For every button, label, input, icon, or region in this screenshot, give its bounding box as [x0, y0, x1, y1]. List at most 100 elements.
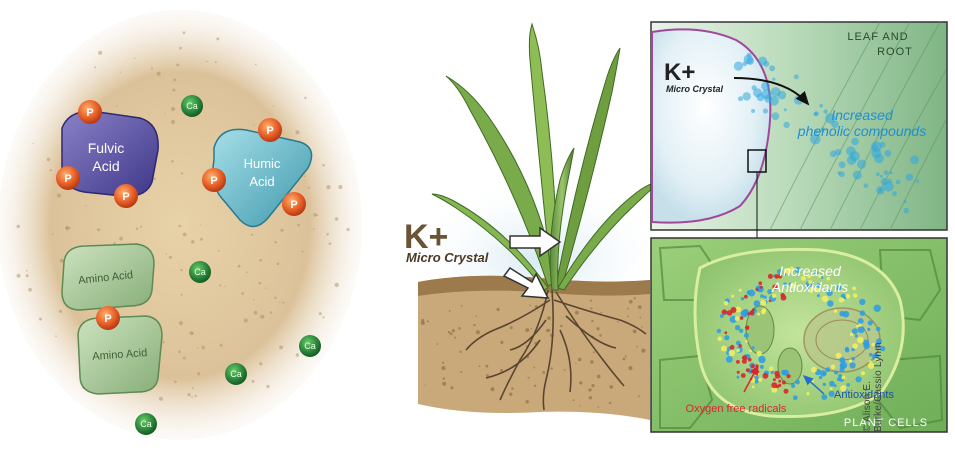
phenolic-dot [734, 62, 743, 71]
soil-speck [164, 113, 165, 114]
phosphorus-label: P [210, 175, 217, 187]
soil-speck [529, 305, 531, 307]
phenolic-dot [903, 208, 909, 214]
soil-speck [179, 225, 182, 228]
soil-speck [627, 316, 629, 318]
soil-speck [437, 343, 439, 345]
antioxidant-glow-dot [850, 333, 853, 336]
antioxidant-dot [825, 367, 830, 372]
soil-speck [85, 205, 86, 206]
soil-speck [47, 158, 50, 161]
antioxidant-glow-dot [822, 296, 828, 302]
soil-speck [253, 299, 255, 301]
soil-speck [575, 363, 576, 364]
soil-speck [202, 346, 205, 349]
humic-acid-label-2: Acid [249, 174, 274, 189]
soil-speck [421, 321, 425, 325]
antioxidants-effect-1: Increased [779, 263, 842, 279]
soil-speck [549, 329, 551, 331]
phenolic-dot [772, 78, 775, 81]
soil-speck [181, 172, 183, 174]
antioxidant-dot [726, 356, 733, 363]
antioxidant-dot [876, 327, 881, 332]
antioxidant-glow-dot [842, 376, 846, 380]
soil-speck [641, 349, 645, 353]
phenolic-dot [884, 150, 891, 157]
antioxidant-dot [823, 383, 826, 386]
antioxidant-glow-dot [757, 313, 760, 316]
soil-speck [509, 393, 512, 396]
soil-speck [623, 358, 626, 361]
soil-speck [176, 64, 179, 67]
calcium-label: Ca [186, 101, 198, 111]
calcium-label: Ca [140, 419, 152, 429]
soil-speck [197, 372, 200, 375]
soil-speck [609, 402, 611, 404]
antioxidant-dot [791, 384, 795, 388]
soil-speck [617, 321, 619, 323]
antioxidant-glow-dot [752, 386, 755, 389]
antioxidant-glow-dot [757, 351, 762, 356]
antioxidant-dot [763, 296, 766, 299]
soil-speck [338, 185, 342, 189]
soil-speck [580, 405, 581, 406]
antioxidant-dot [752, 346, 755, 349]
oxygen-radical-dot [740, 316, 744, 320]
soil-speck [162, 341, 164, 343]
soil-speck [253, 124, 254, 125]
soil-speck [238, 265, 241, 268]
antioxidant-dot [820, 370, 826, 376]
oxygen-radical-dot [757, 370, 760, 373]
antioxidant-glow-dot [811, 367, 817, 373]
antioxidant-dot [840, 364, 845, 369]
soil-speck [511, 387, 513, 389]
soil-speck [191, 240, 195, 244]
antioxidant-glow-dot [749, 350, 752, 353]
phenolic-dot [769, 96, 779, 106]
soil-speck [304, 97, 306, 99]
soil-speck [179, 47, 182, 50]
soil-speck [181, 294, 183, 296]
soil-speck [259, 282, 262, 285]
soil-speck [486, 365, 489, 368]
soil-speck [200, 224, 201, 225]
oxygen-radical-dot [751, 364, 755, 368]
phenolic-dot [772, 112, 780, 120]
soil-speck [599, 334, 601, 336]
soil-speck [218, 250, 220, 252]
soil-speck [590, 360, 594, 364]
soil-speck [588, 388, 591, 391]
antioxidant-dot [874, 305, 881, 312]
soil-speck [313, 213, 317, 217]
soil-speck [98, 51, 102, 55]
phosphorus-label: P [290, 199, 297, 211]
oxygen-radicals-label: Oxygen free radicals [686, 403, 787, 415]
soil-speck [270, 311, 273, 314]
soil-speck [296, 353, 299, 356]
soil-speck [197, 347, 198, 348]
soil-speck [427, 320, 429, 322]
soil-speck [575, 311, 579, 315]
antioxidant-glow-dot [830, 387, 833, 390]
antioxidant-glow-dot [806, 392, 809, 395]
antioxidant-glow-dot [724, 301, 729, 306]
soil-speck [600, 312, 602, 314]
soil-speck [610, 385, 614, 389]
phenolic-dot [853, 171, 862, 180]
soil-speck [534, 385, 536, 387]
fulvic-acid-label-2: Acid [92, 158, 119, 174]
soil-speck [297, 224, 300, 227]
antioxidant-glow-dot [836, 353, 842, 359]
soil-speck [313, 228, 315, 230]
soil-speck [442, 382, 446, 386]
soil-speck [255, 64, 257, 66]
soil-speck [476, 316, 478, 318]
soil-speck [531, 328, 532, 329]
oxygen-radical-dot [752, 308, 755, 311]
soil-speck [638, 305, 642, 309]
antioxidant-dot [741, 297, 744, 300]
phenolic-dot [890, 171, 893, 174]
antioxidant-dot [868, 320, 873, 325]
soil-speck [191, 396, 193, 398]
